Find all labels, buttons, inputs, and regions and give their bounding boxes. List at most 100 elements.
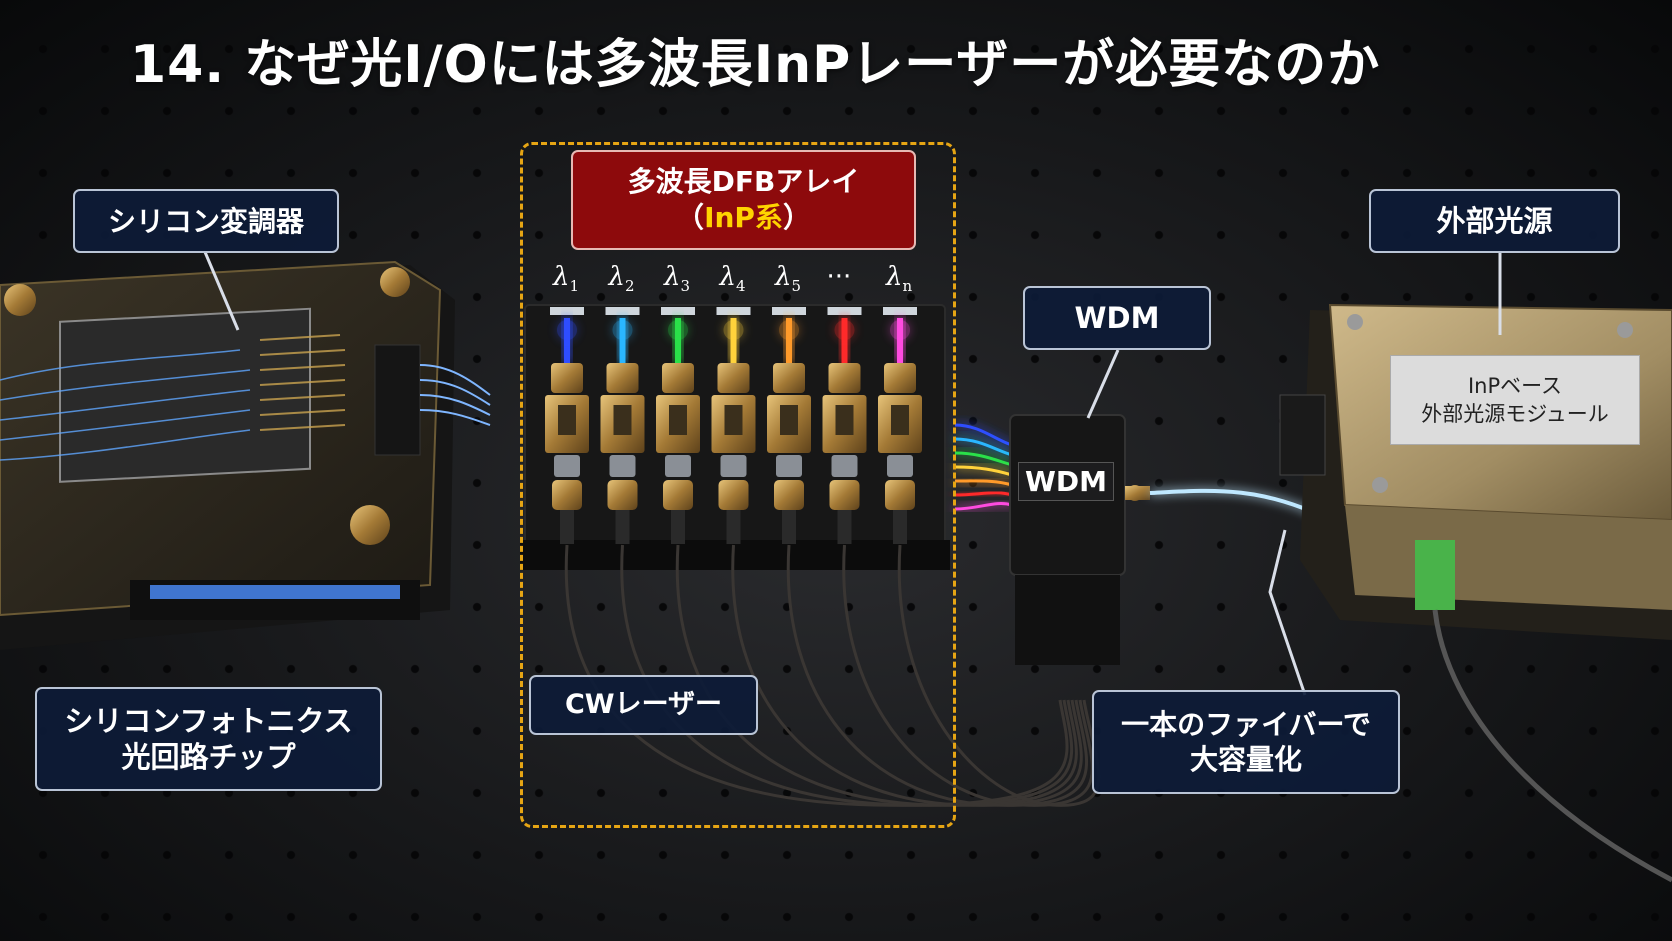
laser-top-plate (550, 307, 584, 315)
laser-connector (831, 455, 858, 477)
wavelength-fiber-7 (954, 502, 1013, 511)
laser-top-plate (827, 307, 862, 315)
wdm-device (1009, 414, 1150, 665)
laser-connector (554, 455, 580, 477)
laser-window (613, 405, 632, 435)
laser-collar (718, 480, 749, 510)
laser-mount (717, 363, 750, 393)
laser-unit-5 (767, 307, 811, 544)
fiber-capacity-callout: 一本のファイバーで 大容量化 (1092, 690, 1400, 794)
laser-collar (774, 480, 804, 510)
laser-unit-6 (822, 307, 867, 544)
wavelength-subscript: 5 (791, 277, 802, 296)
laser-beam (564, 318, 570, 363)
wavelength-fiber-3 (954, 451, 1013, 467)
fiber-bundle (564, 544, 1101, 807)
wavelength-symbol: λ (886, 262, 903, 292)
wdm-callout-label: WDM (1074, 300, 1160, 335)
laser-boot (837, 510, 852, 544)
wavelength-fiber-2 (954, 437, 1013, 457)
laser-window (558, 405, 576, 435)
wavelength-subscript: 3 (680, 277, 691, 296)
laser-boot (671, 510, 685, 544)
dfb-array-callout: 多波長DFBアレイ （InP系） (571, 150, 916, 250)
cw-laser-label: CWレーザー (564, 689, 723, 721)
wavelength-fiber-5 (954, 479, 1013, 487)
laser-mount (828, 363, 861, 393)
dfb-array-type: （InP系） (676, 200, 811, 236)
photonics-label-line2: 光回路チップ (121, 740, 296, 774)
laser-collar (663, 480, 693, 510)
laser-window (724, 405, 743, 435)
wavelength-subscript: n (902, 277, 913, 296)
dfb-array-label: 多波長DFBアレイ (627, 164, 860, 198)
wavelength-symbol: λ (553, 262, 570, 292)
wavelength-label-2: λ2 (609, 262, 635, 295)
laser-mount (773, 363, 805, 393)
laser-boot (726, 510, 741, 544)
laser-unit-2 (600, 307, 645, 544)
laser-top-plate (605, 307, 640, 315)
laser-fiber-6 (842, 544, 1094, 807)
wavelength-fiber-1 (954, 423, 1013, 447)
laser-fiber-2 (620, 544, 1074, 807)
laser-unit-3 (656, 307, 700, 544)
laser-fiber-3 (675, 544, 1078, 807)
laser-beam (675, 318, 681, 363)
callout-leaders (203, 251, 1502, 696)
laser-boot (893, 510, 907, 544)
laser-beam (619, 318, 626, 363)
laser-top-plate (716, 307, 751, 315)
laser-beam (897, 318, 903, 363)
laser-collar (829, 480, 860, 510)
laser-window (891, 405, 909, 435)
laser-top-plate (772, 307, 806, 315)
laser-collar (552, 480, 582, 510)
fiber-label-line1: 一本のファイバーで (1121, 708, 1371, 741)
laser-mount (551, 363, 583, 393)
wavelength-label-5: λ5 (775, 262, 801, 295)
laser-array-highlight-frame (520, 142, 956, 828)
inp-highlight: InP系 (704, 201, 783, 234)
paren-open: （ (676, 201, 705, 234)
wavelength-symbol: λ (608, 262, 625, 292)
module-label-plate: InPベース 外部光源モジュール (1390, 355, 1640, 445)
photonics-chip-callout: シリコンフォトニクス 光回路チップ (35, 687, 382, 791)
laser-boot (560, 510, 574, 544)
laser-glow (723, 320, 744, 340)
laser-collar (607, 480, 638, 510)
wavelength-symbol: λ (775, 262, 792, 292)
wavelength-fiber-6 (954, 491, 1013, 497)
wavelength-label-3: λ3 (664, 262, 690, 295)
laser-beam (841, 318, 848, 363)
laser-connector (609, 455, 636, 477)
laser-fiber-5 (786, 544, 1089, 807)
laser-collar (885, 480, 915, 510)
silicon-modulator-label: シリコン変調器 (107, 204, 304, 238)
wavelength-label-4: λ4 (720, 262, 746, 295)
laser-glow (668, 320, 688, 340)
paren-close: ） (782, 201, 811, 234)
laser-glow (557, 320, 577, 340)
laser-boot (782, 510, 796, 544)
wavelength-symbol: ··· (826, 262, 852, 292)
wavelength-subscript: 4 (735, 277, 746, 296)
laser-glow (890, 320, 910, 340)
laser-top-plate (883, 307, 917, 315)
laser-fiber-4 (731, 544, 1083, 807)
laser-unit-1 (545, 307, 589, 544)
laser-mount (606, 363, 639, 393)
laser-connector (887, 455, 913, 477)
wavelength-symbol: λ (719, 262, 736, 292)
laser-unit-7 (878, 307, 922, 544)
wavelength-subscript: 1 (569, 277, 580, 296)
laser-glow (612, 320, 633, 340)
external-source-callout: 外部光源 (1369, 189, 1620, 253)
laser-beam (730, 318, 737, 363)
cw-laser-callout: CWレーザー (529, 675, 758, 735)
laser-units (545, 307, 922, 544)
wavelength-label-7: λn (886, 262, 912, 295)
laser-connector (665, 455, 691, 477)
